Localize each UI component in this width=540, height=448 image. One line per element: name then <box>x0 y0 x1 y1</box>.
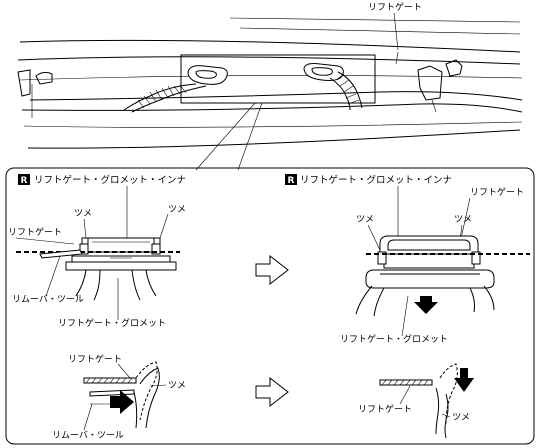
claw-label-section-right: ツメ <box>452 413 470 423</box>
claw-label-left-b: ツメ <box>168 205 186 215</box>
right-arrow-icon <box>255 254 289 286</box>
claw-label-right-b: ツメ <box>454 215 472 225</box>
down-arrow-icon <box>414 296 438 314</box>
remover-tool-label-left: リムーバ・ツール <box>12 294 84 305</box>
liftgate-label-top: リフトゲート <box>368 1 422 13</box>
claw-label-section-left: ツメ <box>168 381 186 391</box>
push-arrow-icon <box>110 390 134 414</box>
down-arrow-icon-2 <box>454 368 474 392</box>
badge-r-right: R <box>288 176 295 186</box>
liftgate-label-section-left: リフトゲート <box>68 353 122 365</box>
right-arrow-icon-2 <box>255 376 289 408</box>
badge-r-icon <box>18 174 30 185</box>
badge-r-left: R <box>21 176 28 186</box>
detail-right: R リフトゲート・グロメット・インナ リフトゲート ツメ ツメ リフトゲート・グ… <box>285 174 530 345</box>
liftgate-label-left: リフトゲート <box>8 226 62 238</box>
detail-right-header: リフトゲート・グロメット・インナ <box>300 174 452 186</box>
liftgate-label-section-right: リフトゲート <box>358 403 412 415</box>
detail-left: R リフトゲート・グロメット・インナ ツメ ツメ リフトゲート リムーバ・ツール… <box>8 174 186 329</box>
liftgate-overview: リフトゲート <box>17 1 523 171</box>
liftgate-label-right: リフトゲート <box>470 186 524 198</box>
badge-r-icon-2 <box>285 174 297 185</box>
section-left: リフトゲート ツメ リムーバ・ツール <box>52 353 186 441</box>
remover-tool-label-section: リムーバ・ツール <box>52 430 124 441</box>
claw-label-right-a: ツメ <box>356 215 374 225</box>
grommet-label-left: リフトゲート・グロメット <box>58 317 166 329</box>
claw-label-left-a: ツメ <box>74 209 92 219</box>
detail-panel <box>5 167 535 445</box>
grommet-label-right: リフトゲート・グロメット <box>340 333 448 345</box>
detail-left-header: リフトゲート・グロメット・インナ <box>34 174 186 186</box>
section-right: リフトゲート ツメ <box>358 363 474 439</box>
